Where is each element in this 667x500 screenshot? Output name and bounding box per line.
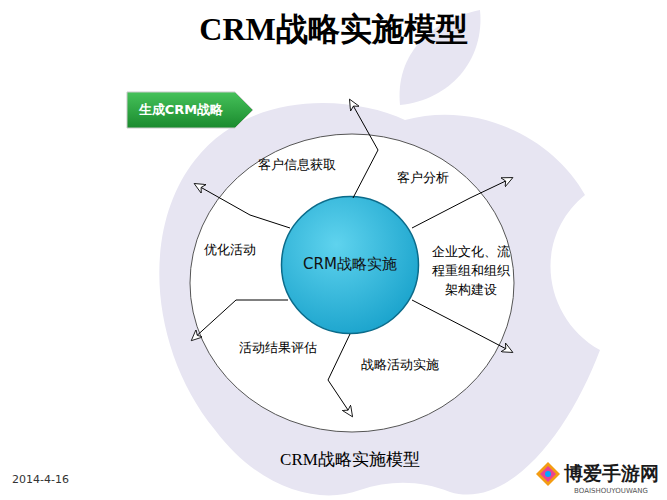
date-label: 2014-4-16 [12,473,132,486]
core-circle: CRM战略实施 [280,195,420,335]
watermark-text: 博爱手游网 [556,461,666,487]
apple-shape [159,103,600,495]
node-label: 生成CRM战略 [127,101,235,120]
arrow-shape [127,92,253,128]
divider-arrow [350,100,378,198]
node-label: 客户分析 [383,169,463,188]
divider-arrow [195,184,290,228]
node-label: 战略活动实施 [350,356,450,375]
node-label: 客户信息获取 [247,156,347,175]
ring-shape [190,134,514,432]
node-label: 活动结果评估 [228,339,328,358]
divider-arrow [192,300,288,340]
node-label: 企业文化、流程重组和组织架构建设 [429,243,513,300]
process-ring: 客户信息获取客户分析企业文化、流程重组和组织架构建设战略活动实施 活动结果评估 优化… [189,133,515,433]
core-shape [282,197,419,334]
divider-arrow [412,300,512,352]
divider-arrow [412,178,512,228]
watermark-subtext: BOAISHOUYOUWANG [556,487,666,495]
diagram-title: CRM战略实施模型 [0,8,667,52]
strategy-arrow-box: 生成CRM战略 [127,92,253,128]
node-label: 优化活动 [195,241,265,260]
watermark-icon [536,462,560,486]
node-label: CRM战略实施 [285,254,415,276]
divider-arrow [328,334,352,416]
diagram-caption: CRM战略实施模型 [200,448,500,471]
